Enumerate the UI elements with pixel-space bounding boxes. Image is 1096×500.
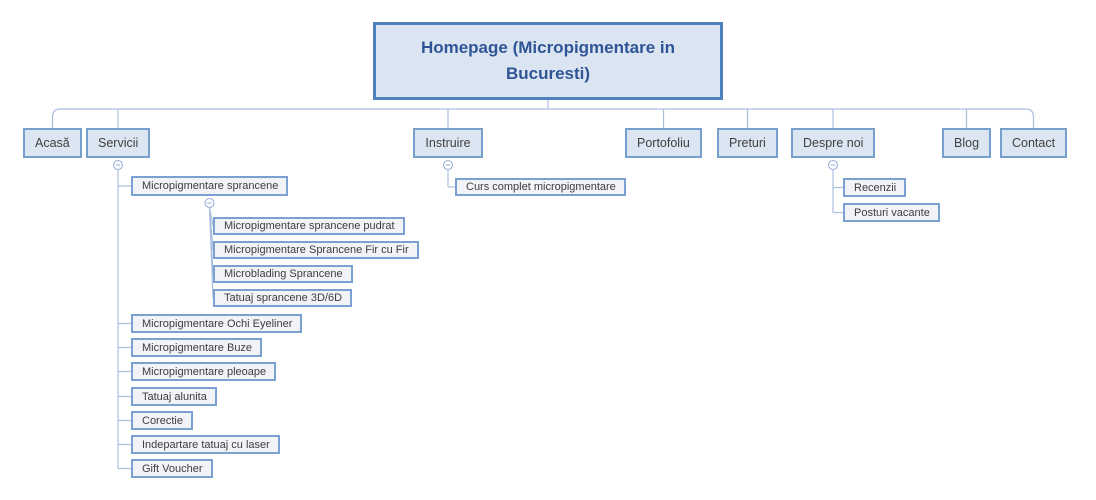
node-label: Micropigmentare sprancene pudrat xyxy=(224,220,395,232)
node-label: Corectie xyxy=(142,414,183,427)
node-label: Micropigmentare sprancene xyxy=(142,180,279,192)
node-label: Gift Voucher xyxy=(142,462,203,475)
node-curs-complet-micropigmentare[interactable]: Curs complet micropigmentare xyxy=(455,178,626,196)
node-contact[interactable]: Contact xyxy=(1000,128,1068,158)
node-micropigmentare-ochi-eyeliner[interactable]: Micropigmentare Ochi Eyeliner xyxy=(131,314,303,333)
node-tatuaj-alunita[interactable]: Tatuaj alunita xyxy=(131,387,217,406)
node-label: Instruire xyxy=(425,136,471,150)
node-servicii[interactable]: Servicii xyxy=(86,128,151,158)
node-label: Curs complet micropigmentare xyxy=(466,181,616,193)
node-recenzii[interactable]: Recenzii xyxy=(843,178,907,197)
node-label: Micropigmentare Buze xyxy=(142,341,253,354)
node-blog[interactable]: Blog xyxy=(942,128,992,158)
node-instruire[interactable]: Instruire xyxy=(413,128,483,158)
node-label: Homepage (Micropigmentare in Bucuresti) xyxy=(420,37,676,83)
node-label: Micropigmentare Sprancene Fir cu Fir xyxy=(224,244,409,256)
node-despre-noi[interactable]: Despre noi xyxy=(791,128,876,158)
node-acasa[interactable]: Acasă xyxy=(23,128,82,158)
node-micropigmentare-sprancene[interactable]: Micropigmentare sprancene xyxy=(131,176,289,196)
node-gift-voucher[interactable]: Gift Voucher xyxy=(131,459,213,478)
node-label: Portofoliu xyxy=(637,136,690,150)
node-microblading-sprancene[interactable]: Microblading Sprancene xyxy=(213,265,353,283)
node-tatuaj-sprancene-3d-6d[interactable]: Tatuaj sprancene 3D/6D xyxy=(213,289,353,307)
connector-top-level-bus xyxy=(51,108,1035,128)
collapse-toggle-micropigmentare-sprancene[interactable] xyxy=(204,197,215,209)
node-label: Micropigmentare pleoape xyxy=(142,365,267,378)
node-indepartare-tatuaj-cu-laser[interactable]: Indepartare tatuaj cu laser xyxy=(131,435,280,454)
node-corectie[interactable]: Corectie xyxy=(131,411,193,430)
node-posturi-vacante[interactable]: Posturi vacante xyxy=(843,203,940,222)
node-label: Micropigmentare Ochi Eyeliner xyxy=(142,317,293,330)
node-label: Blog xyxy=(954,136,980,150)
node-label: Contact xyxy=(1012,136,1056,150)
node-micropigmentare-sprancene-fir-cu-fir[interactable]: Micropigmentare Sprancene Fir cu Fir xyxy=(213,241,419,259)
node-portofoliu[interactable]: Portofoliu xyxy=(625,128,702,158)
node-homepage[interactable]: Homepage (Micropigmentare in Bucuresti) xyxy=(373,22,723,100)
collapse-toggle-despre-noi[interactable] xyxy=(827,159,839,171)
node-micropigmentare-buze[interactable]: Micropigmentare Buze xyxy=(131,338,263,357)
node-preturi[interactable]: Preturi xyxy=(717,128,778,158)
node-label: Indepartare tatuaj cu laser xyxy=(142,438,270,451)
node-label: Preturi xyxy=(729,136,766,150)
node-label: Microblading Sprancene xyxy=(224,268,343,280)
node-label: Tatuaj sprancene 3D/6D xyxy=(224,292,343,304)
collapse-toggle-instruire[interactable] xyxy=(442,159,454,171)
connector-tatuaj-sprancene-3d-6d xyxy=(208,207,214,299)
node-label: Tatuaj alunita xyxy=(142,390,207,403)
node-label: Recenzii xyxy=(854,181,897,194)
node-label: Posturi vacante xyxy=(854,206,930,219)
node-label: Acasă xyxy=(35,136,70,150)
node-micropigmentare-pleoape[interactable]: Micropigmentare pleoape xyxy=(131,362,277,381)
node-micropigmentare-sprancene-pudrat[interactable]: Micropigmentare sprancene pudrat xyxy=(213,217,405,235)
node-label: Servicii xyxy=(98,136,139,150)
collapse-toggle-servicii[interactable] xyxy=(112,159,124,171)
node-label: Despre noi xyxy=(803,136,864,150)
